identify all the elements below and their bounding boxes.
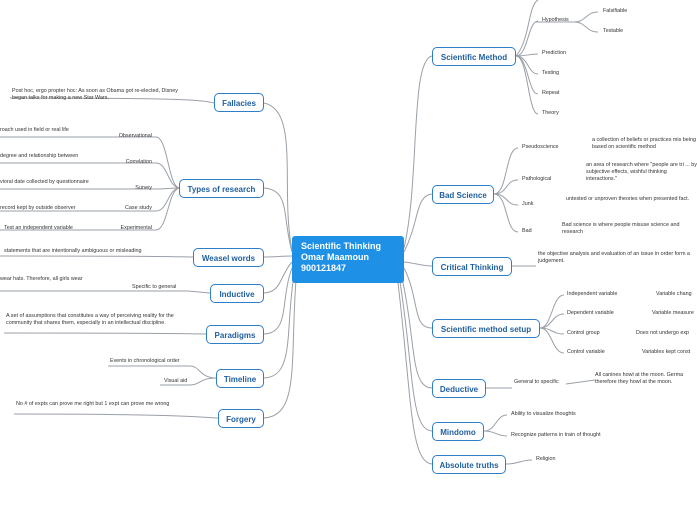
bad-science-type: Bad xyxy=(522,228,532,234)
topic-types-of-research[interactable]: Types of research xyxy=(179,179,264,198)
central-title: Scientific Thinking xyxy=(301,241,382,251)
weasel-words-desc: statements that are intentionally ambigu… xyxy=(4,248,142,254)
deductive-desc: All canines howl at the moon. Germa ther… xyxy=(595,372,684,385)
hypothesis-label: Hypothesis xyxy=(542,17,569,23)
central-author: Omar Maamoun xyxy=(301,252,370,262)
research-type-desc: vioral date collected by questionnaire xyxy=(0,179,89,185)
bad-science-desc: Bad science is where people misuse scien… xyxy=(562,222,680,235)
topic-mindomo[interactable]: Mindomo xyxy=(432,422,484,441)
research-type-desc: record kept by outside observer xyxy=(0,205,76,211)
topic-forgery[interactable]: Forgery xyxy=(218,409,264,428)
setup-desc: Does not undergo exp xyxy=(636,330,690,336)
method-step: Repeat xyxy=(542,90,560,96)
forgery-desc: No # of expts can prove me right but 1 e… xyxy=(16,401,170,407)
topic-bad-science[interactable]: Bad Science xyxy=(432,185,494,204)
setup-variable: Dependent variable xyxy=(567,310,614,316)
setup-desc: Variable measure xyxy=(652,310,694,316)
timeline-item: Events in chronological order xyxy=(110,358,180,364)
topic-weasel-words[interactable]: Weasel words xyxy=(193,248,264,267)
topic-scientific-method-setup[interactable]: Scientific method setup xyxy=(432,319,540,338)
inductive-sub: Specific to general xyxy=(132,284,177,290)
critical-thinking-desc: the objective analysis and evaluation of… xyxy=(538,251,690,264)
fallacies-desc: Post hoc, ergo propter hoc: As soon as O… xyxy=(12,88,179,101)
inductive-desc: wear hats. Therefore, all girls wear xyxy=(0,276,83,282)
bad-science-type: Pseudoscience xyxy=(522,144,559,150)
central-topic[interactable]: Scientific Thinking Omar Maamoun 9001218… xyxy=(292,236,404,283)
setup-desc: Variable chang xyxy=(656,291,692,297)
topic-fallacies[interactable]: Fallacies xyxy=(214,93,264,112)
bad-science-desc: an area of research where "people are tr… xyxy=(586,162,697,182)
topic-critical-thinking[interactable]: Critical Thinking xyxy=(432,257,512,276)
topic-timeline[interactable]: Timeline xyxy=(216,369,264,388)
setup-desc: Variables kept const xyxy=(642,349,691,355)
method-step: Theory xyxy=(542,110,559,116)
research-type-desc: roach used in field or real life xyxy=(0,127,69,133)
bad-science-desc: untested or unproven theories when prese… xyxy=(566,196,690,202)
hypothesis-item: Falsifiable xyxy=(603,8,628,14)
bad-science-type: Pathological xyxy=(522,176,552,182)
timeline-item: Visual aid xyxy=(164,378,188,384)
bad-science-type: Junk xyxy=(522,201,534,207)
hypothesis-item: Testable xyxy=(603,28,624,34)
research-type-label: Survey xyxy=(135,185,152,191)
topic-paradigms[interactable]: Paradigms xyxy=(206,325,264,344)
mindomo-item: Ability to visualize thoughts xyxy=(511,411,576,417)
topic-scientific-method[interactable]: Scientific Method xyxy=(432,47,516,66)
research-type-label: Experimental xyxy=(120,225,152,231)
topic-inductive[interactable]: Inductive xyxy=(210,284,264,303)
paradigms-desc: A set of assumptions that constitutes a … xyxy=(6,313,174,326)
research-type-desc: degree and relationship between xyxy=(0,153,79,159)
setup-variable: Control variable xyxy=(567,349,605,355)
deductive-sub: General to specific xyxy=(514,379,559,385)
central-id: 900121847 xyxy=(301,263,347,273)
setup-variable: Independent variable xyxy=(567,291,618,297)
absolute-truths-item: Religion xyxy=(536,456,556,462)
research-type-label: Correlation xyxy=(125,159,152,165)
topic-deductive[interactable]: Deductive xyxy=(432,379,486,398)
research-type-desc: Test an independent variable xyxy=(4,225,73,231)
mindomo-item: Recognize patterns in train of thought xyxy=(511,432,601,438)
setup-variable: Control group xyxy=(567,330,600,336)
research-type-label: Case study xyxy=(125,205,152,211)
method-step: Prediction xyxy=(542,50,566,56)
method-step: Testing xyxy=(542,70,560,76)
research-type-label: Observational xyxy=(118,133,152,139)
bad-science-desc: a collection of beliefs or practices mis… xyxy=(592,137,696,150)
topic-absolute-truths[interactable]: Absolute truths xyxy=(432,455,506,474)
